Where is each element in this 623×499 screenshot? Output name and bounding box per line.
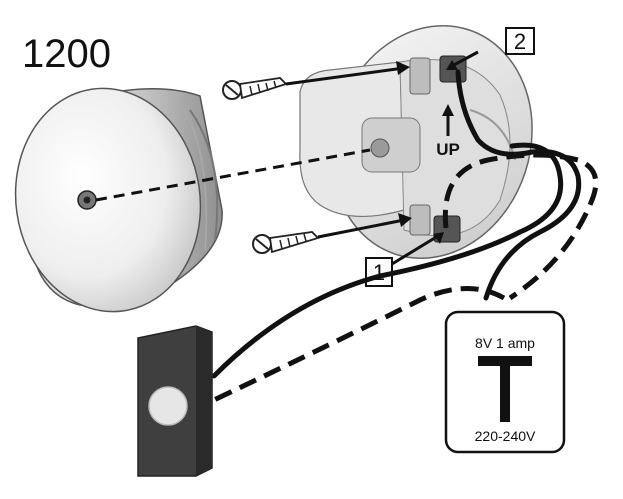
transformer-symbol-stem bbox=[500, 360, 510, 422]
up-label: UP bbox=[436, 140, 460, 159]
bell-push-button bbox=[148, 386, 188, 426]
lower-screw-arrow bbox=[317, 218, 405, 239]
model-number: 1200 bbox=[22, 32, 111, 76]
terminal-2-arrow bbox=[451, 50, 479, 68]
callout-1-number: 1 bbox=[373, 260, 385, 285]
bottom-screw-slot bbox=[409, 204, 431, 236]
lower-wood-screw bbox=[252, 231, 320, 254]
terminal-1-arrow bbox=[391, 234, 439, 266]
mounting-bracket bbox=[299, 61, 405, 217]
chime-base-unit bbox=[299, 25, 533, 259]
transformer-output-rating: 8V 1 amp bbox=[475, 335, 535, 351]
bell-push bbox=[137, 325, 213, 477]
upper-screw-arrow bbox=[285, 66, 405, 86]
top-screw-slot bbox=[409, 57, 431, 95]
alignment-line bbox=[95, 148, 371, 202]
transformer: 8V 1 amp 220-240V bbox=[444, 310, 566, 454]
dashed-wire-to-bell-push bbox=[212, 286, 506, 403]
upper-wood-screw bbox=[222, 77, 288, 100]
chime-cover bbox=[14, 87, 223, 313]
transformer-input-voltage: 220-240V bbox=[475, 428, 536, 444]
callout-2: 2 bbox=[505, 27, 535, 55]
callout-2-number: 2 bbox=[514, 29, 526, 54]
solid-wire-to-bell-push bbox=[211, 142, 564, 379]
striker-housing bbox=[361, 117, 421, 173]
cover-screw-hole bbox=[370, 138, 390, 158]
dashed-wire-to-transformer bbox=[442, 152, 599, 301]
